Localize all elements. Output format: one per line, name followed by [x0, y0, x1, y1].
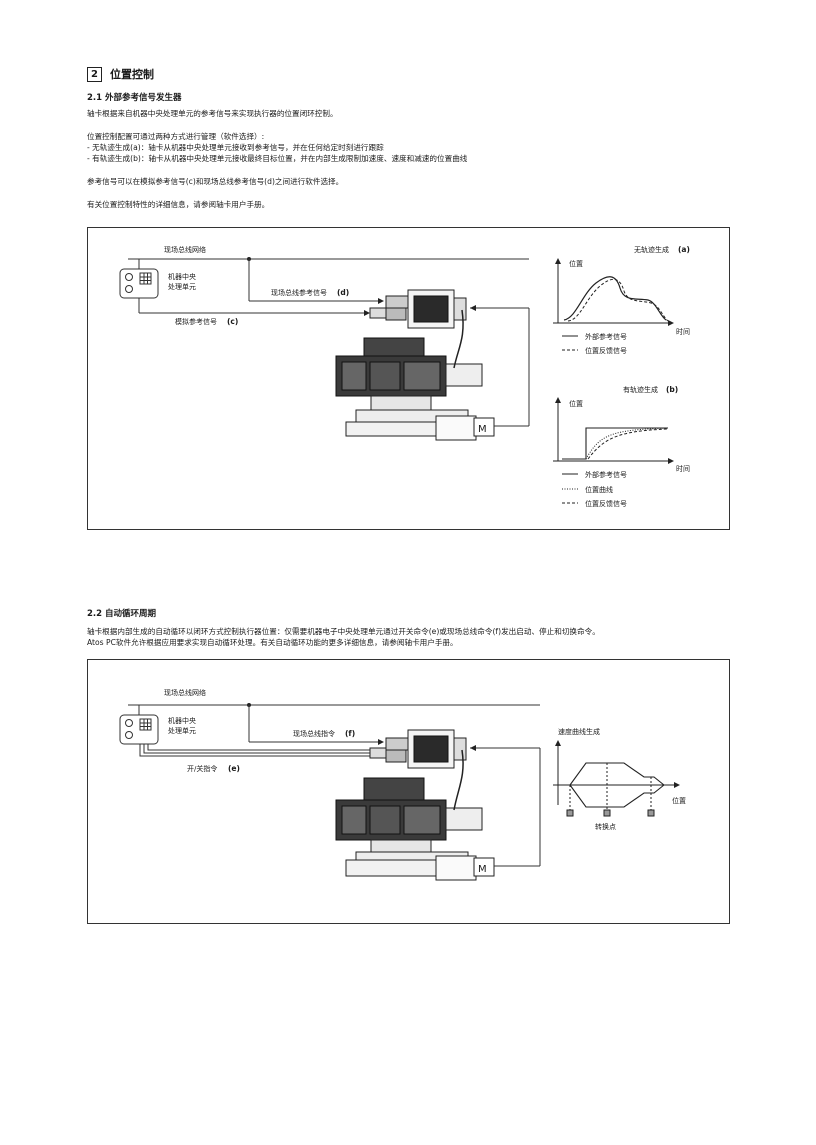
cpu-label-line2: 处理单元 — [168, 282, 196, 291]
label-fieldbus-network: 现场总线网络 — [164, 245, 206, 254]
label-fieldbus-command: 现场总线指令 — [293, 729, 335, 738]
diagram-2-drawing: 现场总线网络 机器中央 处理单元 现场总线指令 (f) 开/关指令 (e) M — [119, 688, 686, 881]
chart-with-trajectory: 有轨迹生成 (b) 位置 时间 外部参考信号 位置曲线 位置反馈信号 — [553, 385, 690, 508]
chart-b-legend-3: 位置反馈信号 — [585, 499, 627, 508]
chart-b-legend-2: 位置曲线 — [585, 485, 613, 494]
section-number: 2 — [87, 67, 102, 82]
diagram-auto-cycle: 现场总线网络 机器中央 处理单元 现场总线指令 (f) 开/关指令 (e) M — [87, 659, 730, 924]
chart-a-ylabel: 位置 — [569, 259, 583, 268]
tag-c: (c) — [227, 317, 238, 326]
subsection-2-1-title: 2.1 外部参考信号发生器 — [87, 93, 182, 103]
cpu-label-line1: 机器中央 — [168, 272, 196, 281]
s22-paragraph-1: 轴卡根据内部生成的自动循环以闭环方式控制执行器位置：仅需要机器电子中央处理单元通… — [87, 627, 600, 636]
chart-b-title: 有轨迹生成 — [623, 385, 658, 394]
cpu2-label-line2: 处理单元 — [168, 726, 196, 735]
label-onoff-command: 开/关指令 — [187, 764, 217, 773]
chart-a-xlabel: 时间 — [676, 327, 690, 336]
chart-switch-point-label: 转换点 — [595, 822, 616, 831]
tag-d: (d) — [337, 288, 349, 297]
tag-e: (e) — [228, 764, 240, 773]
motor-label: M — [478, 424, 487, 435]
s21-paragraph-1: 轴卡根据来自机器中央处理单元的参考信号来实现执行器的位置闭环控制。 — [87, 109, 338, 118]
chart-b-tag: (b) — [666, 385, 678, 394]
s21-paragraph-2: 位置控制配置可通过两种方式进行管理（软件选择）: — [87, 132, 265, 141]
cpu-unit — [119, 268, 159, 299]
subsection-2-2-title: 2.2 自动循环周期 — [87, 609, 157, 619]
chart-speed-title: 速度曲线生成 — [558, 727, 600, 736]
chart-a-legend-1: 外部参考信号 — [585, 332, 627, 341]
cpu2-label-line1: 机器中央 — [168, 716, 196, 725]
chart-a-tag: (a) — [678, 245, 690, 254]
cpu-unit-2 — [119, 714, 159, 745]
servo-valve-drawing: M — [335, 289, 495, 441]
s22-paragraph-2: Atos PC软件允许根据应用要求实现自动循环处理。有关自动循环功能的更多详细信… — [87, 638, 458, 647]
servo-valve-drawing-2: M — [335, 729, 495, 881]
chart-without-trajectory: 无轨迹生成 (a) 位置 时间 外部参考信号 位置反馈信号 — [553, 245, 690, 355]
s21-paragraph-3: 参考信号可以在模拟参考信号(c)和现场总线参考信号(d)之间进行软件选择。 — [87, 177, 344, 186]
chart-speed-xlabel: 位置 — [672, 796, 686, 805]
chart-b-xlabel: 时间 — [676, 464, 690, 473]
s21-paragraph-4: 有关位置控制特性的详细信息，请参阅轴卡用户手册。 — [87, 200, 270, 209]
chart-b-legend-1: 外部参考信号 — [585, 470, 627, 479]
chart-a-legend-2: 位置反馈信号 — [585, 346, 627, 355]
motor-label-2: M — [478, 864, 487, 875]
label-analog-reference: 模拟参考信号 — [175, 317, 217, 326]
section-title: 位置控制 — [110, 68, 154, 81]
chart-b-ylabel: 位置 — [569, 399, 583, 408]
label-fieldbus-network-2: 现场总线网络 — [164, 688, 206, 697]
diagram-position-control: 现场总线网络 机器中央 处理单元 现场总线参考信号 (d) 模拟参考信号 (c) — [87, 227, 730, 530]
diagram-1-drawing: 现场总线网络 机器中央 处理单元 现场总线参考信号 (d) 模拟参考信号 (c) — [119, 245, 690, 508]
tag-f: (f) — [345, 729, 355, 738]
chart-a-title: 无轨迹生成 — [634, 245, 669, 254]
label-fieldbus-reference: 现场总线参考信号 — [271, 288, 327, 297]
s21-bullet-1: - 无轨迹生成(a)：轴卡从机器中央处理单元接收到参考信号，并在任何给定时刻进行… — [87, 143, 384, 152]
chart-speed-profile: 速度曲线生成 位置 转换点 — [553, 727, 686, 831]
s21-bullet-2: - 有轨迹生成(b)：轴卡从机器中央处理单元接收最终目标位置，并在内部生成限制加… — [87, 154, 468, 163]
